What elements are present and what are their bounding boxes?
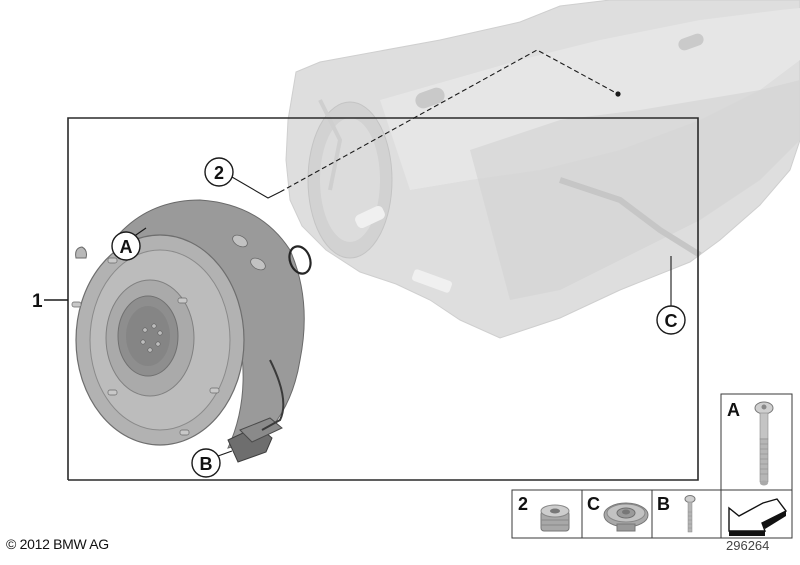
callout-b[interactable]: B [191, 448, 221, 478]
small-screw-icon [684, 495, 696, 533]
flanged-screw-plug-icon [603, 502, 649, 532]
callout-1[interactable]: 1 [32, 291, 43, 312]
svg-text:A: A [120, 237, 133, 257]
legend-item-c[interactable]: C [587, 494, 649, 532]
copyright-text: © 2012 BMW AG [6, 536, 109, 552]
svg-text:1: 1 [32, 291, 43, 312]
assembly-frame [67, 117, 699, 481]
electric-motor-assembly [71, 199, 305, 463]
callout-a[interactable]: A [111, 231, 141, 261]
svg-text:B: B [200, 454, 213, 474]
svg-text:2: 2 [214, 163, 224, 183]
svg-text:C: C [665, 311, 678, 331]
o-ring [288, 245, 312, 275]
svg-text:C: C [587, 494, 600, 514]
legend-item-b[interactable]: B [657, 494, 696, 533]
legend-item-2[interactable]: 2 [518, 494, 570, 532]
screw-plug-icon [540, 504, 570, 532]
callout-2[interactable]: 2 [204, 157, 234, 187]
svg-text:B: B [657, 494, 670, 514]
diagram-number: 296264 [726, 538, 770, 553]
legend-box-a[interactable]: A [720, 393, 793, 491]
transmission-housing [285, 0, 800, 339]
torx-screw-icon [754, 401, 774, 486]
svg-text:2: 2 [518, 494, 528, 514]
callout-c[interactable]: C [656, 305, 686, 335]
arrow-symbol-icon [728, 498, 788, 536]
leader-lines [44, 49, 672, 457]
legend-item-arrow[interactable] [728, 498, 788, 536]
svg-text:A: A [727, 400, 740, 420]
